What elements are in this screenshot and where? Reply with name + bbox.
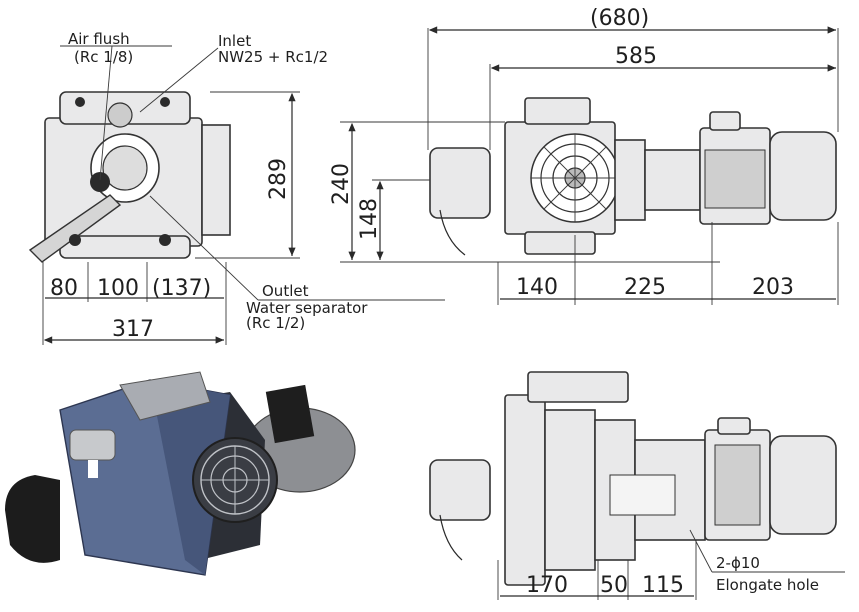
elongate-hole-label: Elongate hole	[716, 576, 819, 594]
dim-100-value: 100	[97, 276, 139, 301]
dim-317-value: 317	[112, 317, 154, 342]
hole-spec-label: 2-ϕ10	[716, 554, 760, 572]
dim-240-value: 240	[329, 163, 354, 205]
dim-225-value: 225	[624, 275, 666, 300]
air-flush-leader	[99, 45, 113, 181]
dim-585-value: 585	[615, 44, 657, 69]
dim-148-value: 148	[357, 198, 382, 240]
side-view	[429, 97, 837, 256]
front-view	[28, 91, 231, 263]
dim-170-value: 170	[526, 573, 568, 598]
bottom-view	[429, 371, 837, 586]
inlet-size-label: NW25 + Rc1/2	[218, 48, 328, 66]
outlet-label: Outlet	[262, 282, 309, 300]
dim-203-value: 203	[752, 275, 794, 300]
dim-137-value: (137)	[152, 276, 211, 301]
dim-80-value: 80	[50, 276, 78, 301]
air-flush-size-label: (Rc 1/8)	[74, 48, 133, 66]
air-flush-label: Air flush	[68, 30, 130, 48]
inlet-label: Inlet	[218, 32, 251, 50]
outlet-leader	[149, 195, 259, 301]
water-separator-size-label: (Rc 1/2)	[246, 314, 305, 332]
hole-leader	[689, 529, 713, 573]
inlet-leader	[139, 47, 219, 113]
dim-289-value: 289	[266, 158, 291, 200]
dim-140-value: 140	[516, 275, 558, 300]
dim-115-value: 115	[642, 573, 684, 598]
dim-50-value: 50	[600, 573, 628, 598]
water-separator-label: Water separator	[246, 299, 368, 317]
dim-680-value: (680)	[590, 6, 649, 31]
pump-photo	[5, 371, 356, 576]
